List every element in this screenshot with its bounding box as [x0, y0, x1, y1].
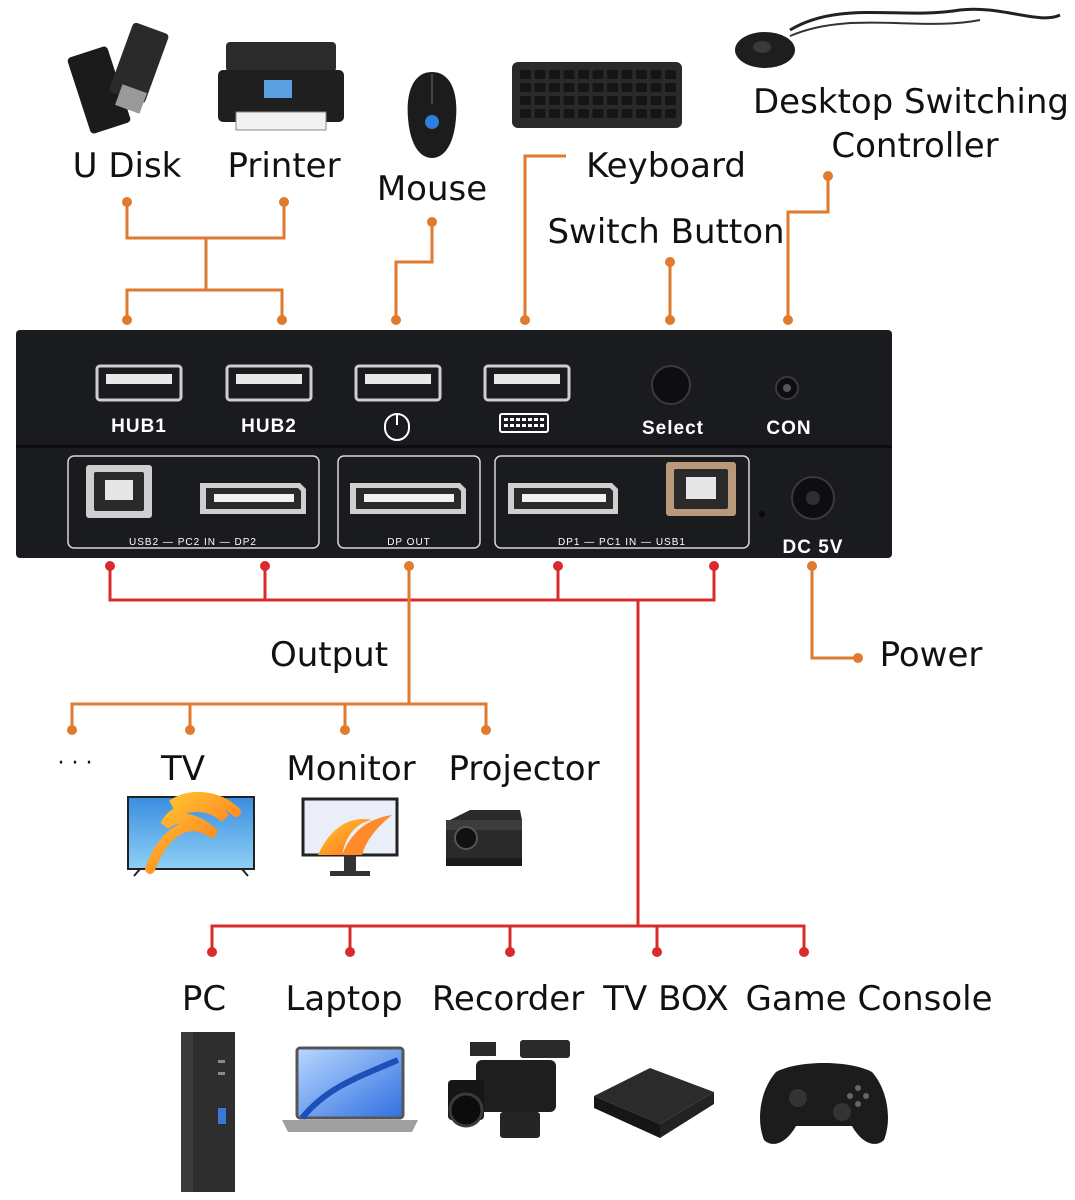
- con-label: CON: [766, 418, 811, 439]
- label-controller-line1: Desktop Switching: [753, 82, 1069, 122]
- controller-icon: [735, 7, 1061, 68]
- status-led: [759, 511, 765, 517]
- mouse-port-icon: [384, 413, 410, 441]
- recorder-icon: [448, 1040, 570, 1138]
- label-printer: Printer: [227, 146, 340, 186]
- projector-icon: [446, 810, 522, 866]
- output-connector-dots: [67, 561, 863, 735]
- dp1-port[interactable]: [508, 483, 618, 514]
- label-power: Power: [880, 635, 983, 675]
- label-game-console: Game Console: [746, 979, 993, 1019]
- keyboard-port-icon: [499, 413, 549, 433]
- tv-box-icon: [594, 1068, 714, 1138]
- label-laptop: Laptop: [285, 979, 402, 1019]
- label-monitor: Monitor: [286, 749, 415, 789]
- keyboard-port[interactable]: [483, 364, 571, 402]
- label-recorder: Recorder: [432, 979, 584, 1019]
- label-mouse: Mouse: [377, 169, 487, 209]
- output-connector-lines: [70, 566, 858, 730]
- usb2-port[interactable]: [86, 465, 152, 518]
- top-connector-lines: [125, 154, 830, 320]
- con-jack[interactable]: [775, 376, 799, 400]
- tv-icon: [127, 791, 255, 877]
- label-switch-button: Switch Button: [547, 212, 784, 252]
- label-more-outputs: · · ·: [58, 751, 93, 776]
- label-projector: Projector: [448, 749, 599, 789]
- u-disk-icon: [67, 22, 169, 134]
- dp-out-label: DP OUT: [387, 537, 431, 548]
- mouse-port[interactable]: [354, 364, 442, 402]
- pc1-group-label: DP1 — PC1 IN — USB1: [558, 537, 686, 548]
- monitor-icon: [301, 797, 399, 876]
- keyboard-icon: [512, 62, 682, 128]
- top-connector-dots: [122, 171, 833, 325]
- select-label: Select: [642, 418, 704, 439]
- pc2-group-frame: [67, 455, 320, 549]
- pc2-group-label: USB2 — PC2 IN — DP2: [129, 537, 257, 548]
- mouse-icon: [407, 72, 457, 158]
- game-console-icon: [760, 1063, 888, 1144]
- label-u-disk: U Disk: [73, 146, 182, 186]
- label-tv-box: TV BOX: [602, 979, 728, 1019]
- label-output: Output: [270, 635, 388, 675]
- pc1-group-frame: [494, 455, 750, 549]
- dp-out-frame: [337, 455, 481, 549]
- hub2-port[interactable]: [225, 364, 313, 402]
- laptop-icon: [282, 1046, 418, 1132]
- kvm-device: HUB1 HUB2 Select CON: [16, 330, 892, 558]
- label-keyboard: Keyboard: [586, 146, 746, 186]
- dc-label: DC 5V: [783, 537, 844, 558]
- hub1-port[interactable]: [95, 364, 183, 402]
- input-connector-dots: [105, 561, 809, 957]
- dc-power-jack[interactable]: [791, 476, 835, 520]
- label-controller-line2: Controller: [831, 126, 998, 166]
- usb1-port[interactable]: [666, 462, 736, 516]
- pc-tower-icon: [181, 1032, 235, 1192]
- select-button[interactable]: [651, 365, 691, 405]
- dp2-port[interactable]: [200, 483, 306, 514]
- printer-icon: [218, 42, 344, 131]
- label-tv: TV: [160, 749, 205, 789]
- hub2-label: HUB2: [241, 416, 297, 437]
- dp-out-port[interactable]: [350, 483, 466, 514]
- label-pc: PC: [182, 979, 226, 1019]
- hub1-label: HUB1: [111, 416, 167, 437]
